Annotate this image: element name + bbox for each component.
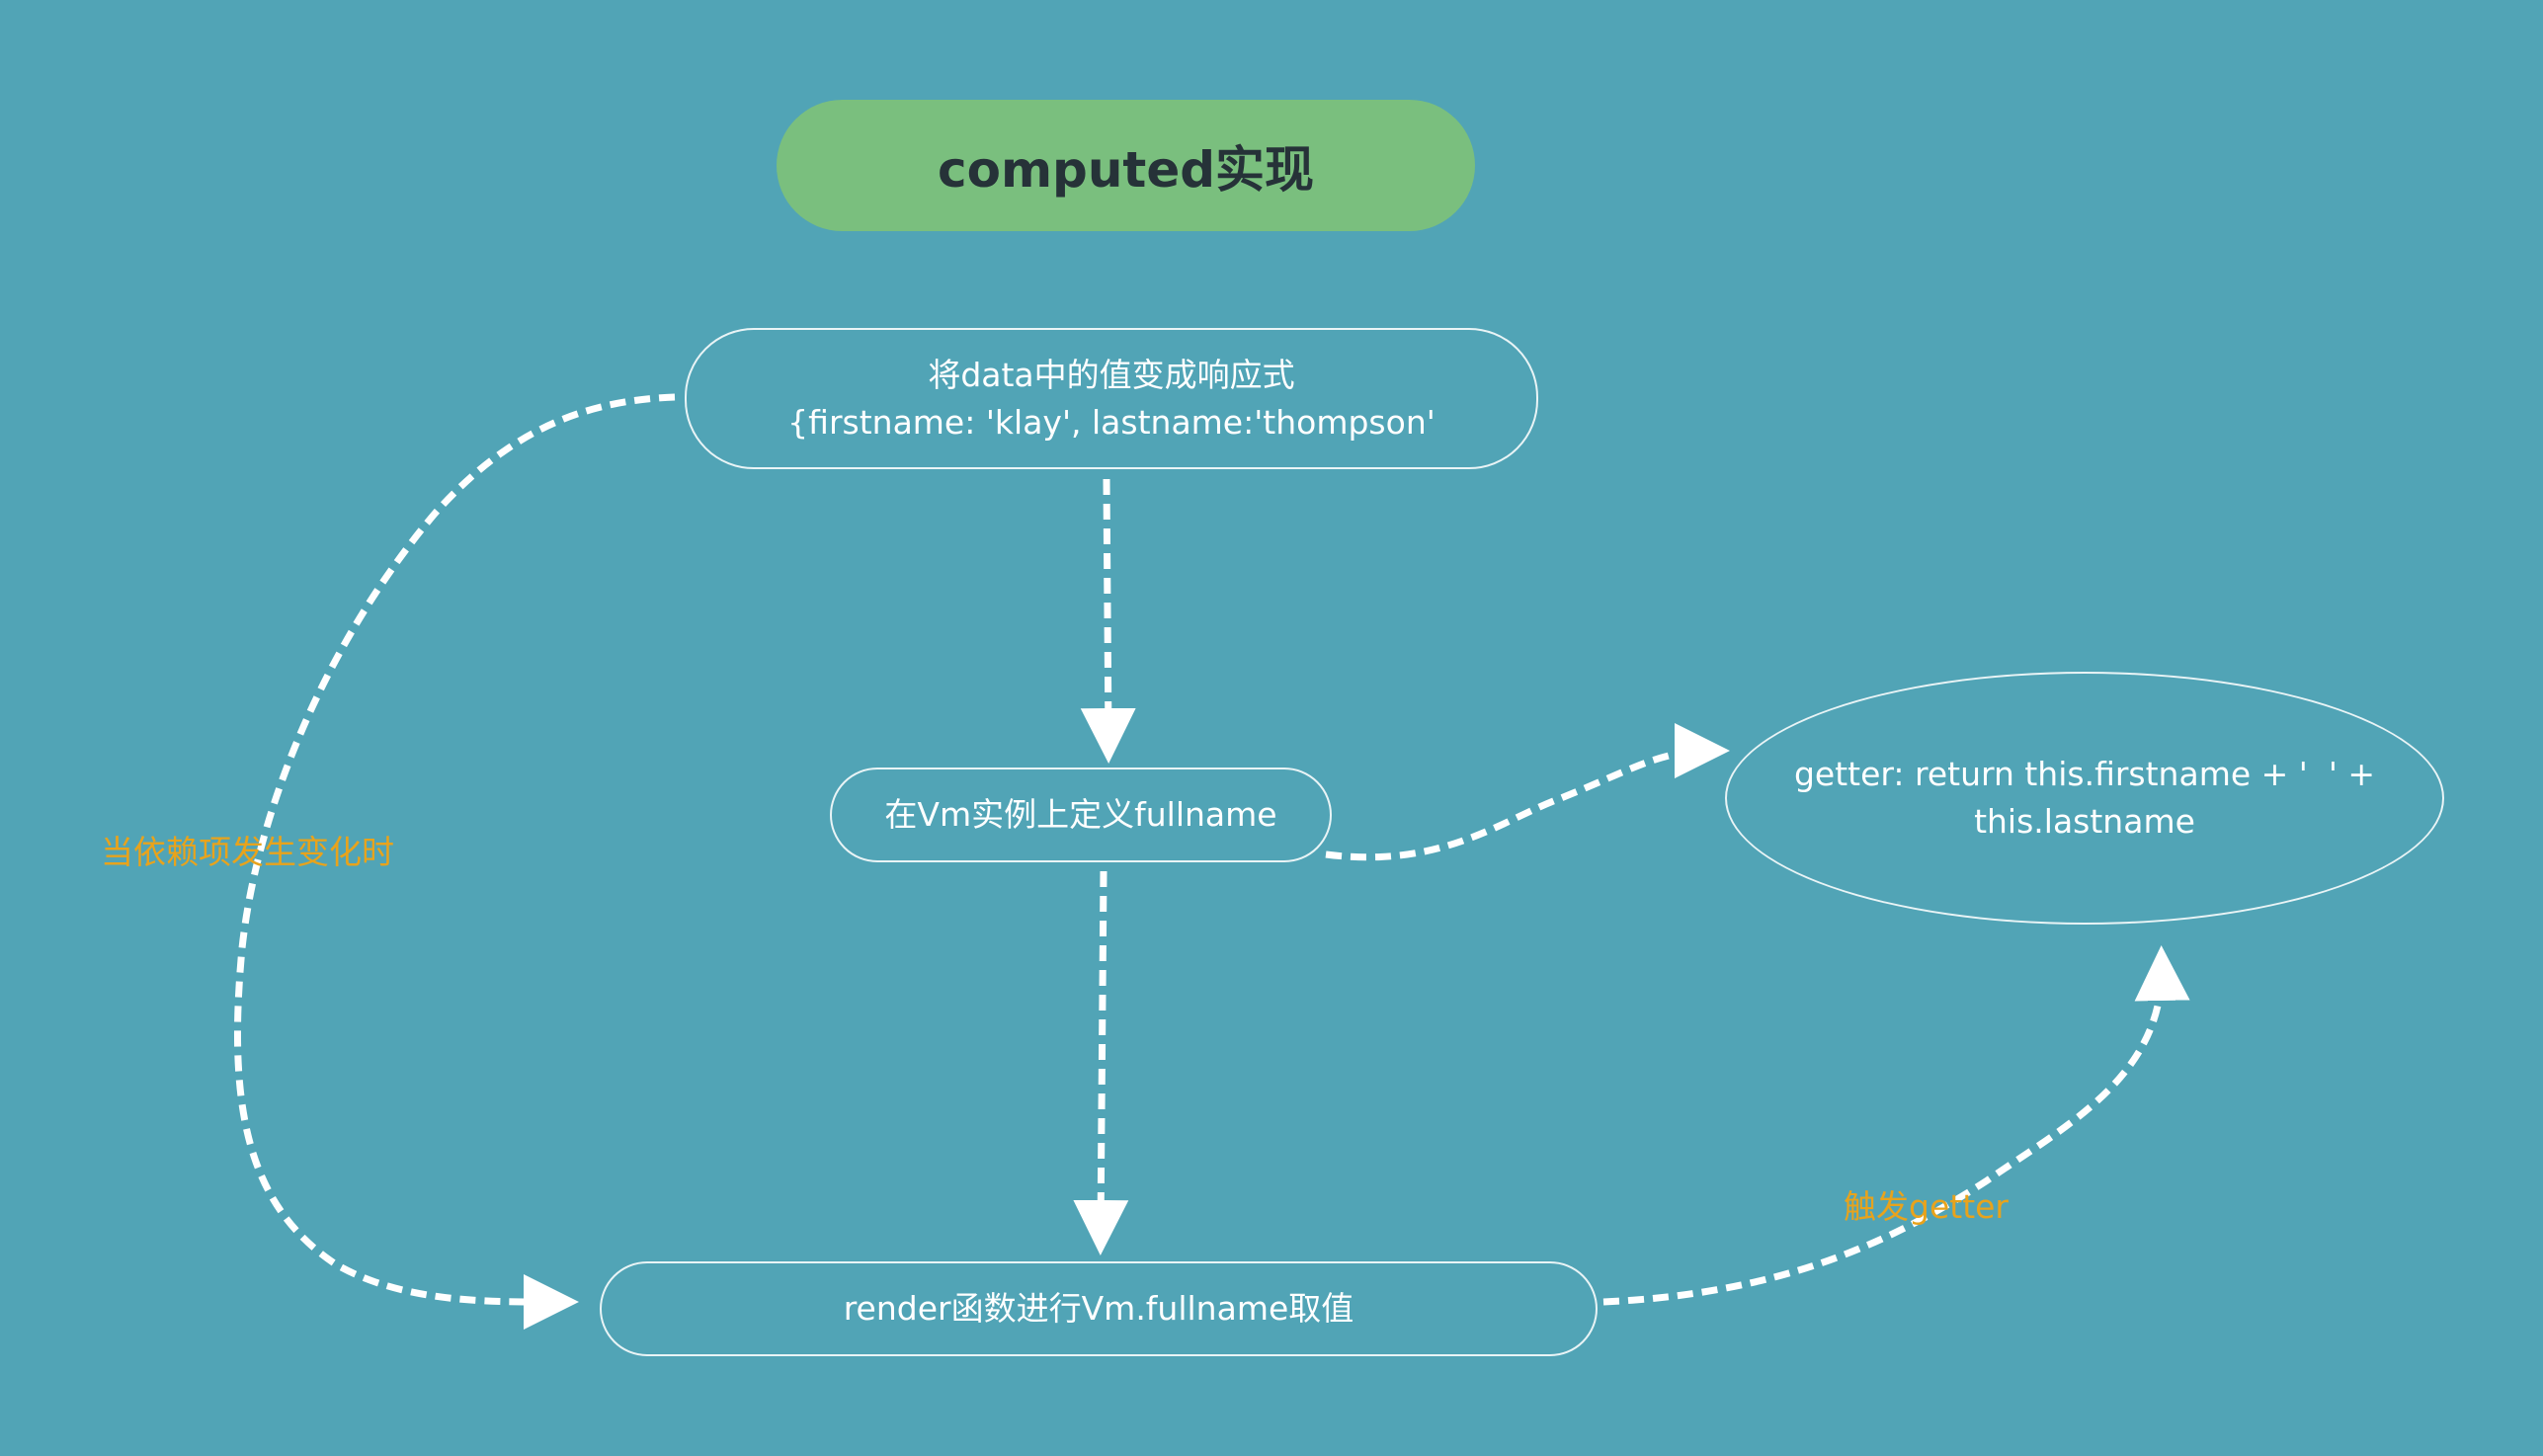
- node-define-fullname: 在Vm实例上定义fullname: [830, 768, 1332, 862]
- node-data-reactive: 将data中的值变成响应式 {firstname: 'klay', lastna…: [685, 328, 1538, 469]
- edge-render-to-getter: [1602, 945, 2190, 1306]
- node-getter-line2: this.lastname: [1974, 802, 2195, 841]
- edge-label-trigger-getter: 触发getter: [1844, 1187, 2009, 1226]
- edge-label-dependency-change: 当依赖项发生变化时: [101, 833, 394, 871]
- node-data-reactive-line2: {firstname: 'klay', lastname:'thompson': [787, 402, 1436, 442]
- node-render-access: render函数进行Vm.fullname取值: [600, 1261, 1598, 1356]
- title-pill: computed实现: [777, 100, 1475, 231]
- node-getter-line1: getter: return this.firstname + ' ' +: [1793, 755, 2376, 794]
- node-define-fullname-label: 在Vm实例上定义fullname: [884, 795, 1277, 835]
- edge-data-to-render: [233, 393, 676, 1331]
- edge-define-to-render: [1073, 870, 1129, 1255]
- edge-data-to-define: [1080, 478, 1136, 764]
- edge-define-to-getter: [1325, 723, 1730, 861]
- node-render-access-label: render函数进行Vm.fullname取值: [843, 1289, 1354, 1329]
- node-data-reactive-line1: 将data中的值变成响应式: [928, 355, 1295, 394]
- node-getter: getter: return this.firstname + ' ' + th…: [1725, 672, 2444, 925]
- diagram-title: computed实现: [937, 140, 1315, 199]
